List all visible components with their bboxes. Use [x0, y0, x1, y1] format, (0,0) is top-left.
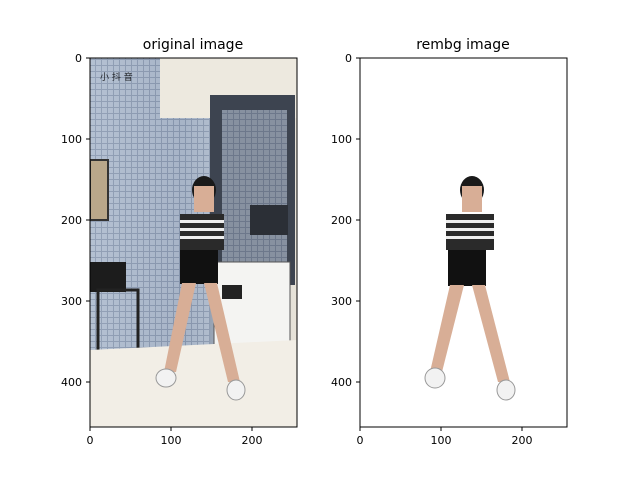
y-tick-label: 300: [331, 295, 352, 308]
y-tick-label: 100: [331, 133, 352, 146]
y-tick-label: 400: [61, 376, 82, 389]
y-axis: 0 100 200 300 400: [331, 52, 360, 389]
panel-rembg: rembg image 0 100 200: [331, 37, 568, 447]
y-tick-label: 200: [61, 214, 82, 227]
rembg-cutout: [360, 58, 567, 427]
x-tick-label: 200: [512, 434, 533, 447]
axes-frame: [89, 57, 298, 428]
y-tick-label: 0: [75, 52, 82, 65]
y-tick-label: 100: [61, 133, 82, 146]
x-tick-label: 100: [161, 434, 182, 447]
y-tick-label: 0: [345, 52, 352, 65]
y-tick-label: 200: [331, 214, 352, 227]
x-axis: 0 100 200: [357, 427, 533, 447]
x-tick-label: 0: [87, 434, 94, 447]
x-axis: 0 100 200: [87, 427, 263, 447]
panel-title: original image: [143, 37, 243, 53]
svg-text:小 抖 音: 小 抖 音: [100, 71, 133, 83]
x-tick-label: 0: [357, 434, 364, 447]
original-photo: 小 抖 音: [90, 58, 297, 427]
y-tick-label: 400: [331, 376, 352, 389]
axes-frame: [359, 57, 568, 428]
y-tick-label: 300: [61, 295, 82, 308]
panel-original: original image 小 抖 音: [61, 37, 298, 447]
x-tick-label: 200: [242, 434, 263, 447]
x-tick-label: 100: [431, 434, 452, 447]
panel-title: rembg image: [416, 37, 510, 53]
y-axis: 0 100 200 300 400: [61, 52, 90, 389]
